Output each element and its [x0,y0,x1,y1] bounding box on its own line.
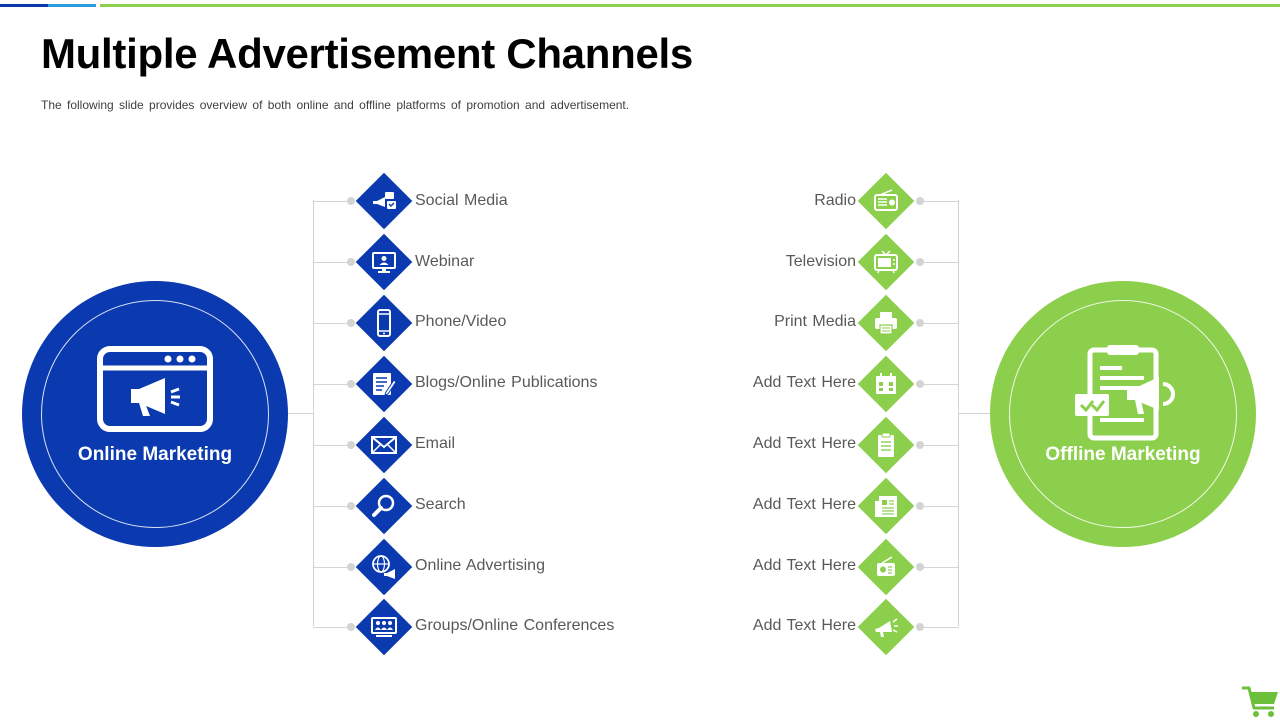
connector-dot [347,441,355,449]
social-media-icon [373,192,396,209]
offline-channel-television [857,233,915,291]
offline-branch-line [920,506,959,507]
conference-icon [371,617,397,637]
offline-channel-label: Add Text Here [752,617,856,634]
online-branch-line [313,567,353,568]
top-accent-bar-light-blue [48,4,96,7]
clipboard-megaphone-icon [1075,345,1175,441]
online-marketing-label: Online Marketing [77,444,233,465]
offline-channel-print-media [857,294,915,352]
offline-branch-line [920,627,959,628]
online-branch-line [313,506,353,507]
connector-dot [916,197,924,205]
hub-inner-ring [1009,300,1237,528]
shopping-cart-icon [1242,686,1278,717]
offline-branch-line [920,323,959,324]
offline-channel-label: Add Text Here [752,557,856,574]
top-accent-bar-green [100,4,1280,7]
connector-dot [916,319,924,327]
connector-dot [347,502,355,510]
offline-branch-line [920,384,959,385]
blog-edit-icon [373,373,397,396]
offline-channel-label: Print Media [774,313,856,330]
clipboard-icon [878,432,894,457]
connector-dot [916,502,924,510]
offline-branch-line [920,201,959,202]
offline-channel-placeholder-4 [857,538,915,596]
calendar-icon [876,373,896,394]
offline-channel-label: Add Text Here [752,435,856,452]
online-channel-label: Blogs/Online Publications [415,374,598,391]
envelope-icon [371,436,397,454]
connector-dot [916,623,924,631]
slide-subtitle: The following slide provides overview of… [41,98,630,112]
hub-inner-ring [41,300,269,528]
online-trunk-line [313,200,314,626]
slide-title: Multiple Advertisement Channels [41,30,693,77]
online-branch-line [313,384,353,385]
connector-dot [347,380,355,388]
online-branch-line [313,445,353,446]
online-channel-blogs [355,355,413,413]
online-channel-label: Webinar [415,253,475,270]
online-hub-connector [288,413,314,414]
online-channel-social-media [355,172,413,230]
newspaper-icon [875,496,897,517]
offline-branch-line [920,445,959,446]
webinar-monitor-icon [372,252,396,273]
connector-dot [347,258,355,266]
small-radio-icon [877,556,895,576]
online-channel-label: Phone/Video [415,313,507,330]
connector-dot [916,563,924,571]
online-channel-label: Search [415,496,466,513]
magnifier-icon [372,494,395,517]
connector-dot [916,380,924,388]
connector-dot [347,563,355,571]
online-branch-line [313,201,353,202]
online-channel-search [355,477,413,535]
smartphone-icon [377,309,391,337]
browser-megaphone-icon [97,346,213,432]
online-branch-line [313,627,353,628]
online-channel-label: Social Media [415,192,508,209]
offline-channel-placeholder-3 [857,477,915,535]
online-channel-groups-conferences [355,598,413,656]
offline-marketing-hub: Offline Marketing [990,281,1256,547]
connector-dot [916,258,924,266]
online-channel-phone-video [355,294,413,352]
online-branch-line [313,323,353,324]
offline-branch-line [920,567,959,568]
printer-icon [875,312,897,335]
offline-channel-radio [857,172,915,230]
offline-marketing-label: Offline Marketing [1045,444,1201,465]
online-channel-label: Online Advertising [415,557,545,574]
connector-dot [916,441,924,449]
offline-channel-placeholder-1 [857,355,915,413]
offline-branch-line [920,262,959,263]
online-marketing-hub: Online Marketing [22,281,288,547]
connector-dot [347,319,355,327]
megaphone-icon [875,618,898,637]
online-channel-online-advertising [355,538,413,596]
online-channel-webinar [355,233,413,291]
connector-dot [347,197,355,205]
offline-channel-label: Add Text Here [752,496,856,513]
connector-dot [347,623,355,631]
radio-icon [874,189,898,211]
offline-channel-label: Add Text Here [752,374,856,391]
offline-hub-connector [958,413,991,414]
offline-channel-label: Television [785,253,856,270]
online-channel-label: Groups/Online Conferences [415,617,615,634]
top-accent-bar-dark-blue [0,4,48,7]
online-channel-email [355,416,413,474]
globe-megaphone-icon [372,555,395,579]
offline-channel-label: Radio [814,192,856,209]
online-channel-label: Email [415,435,456,452]
online-branch-line [313,262,353,263]
offline-channel-placeholder-2 [857,416,915,474]
television-icon [874,250,898,274]
offline-channel-placeholder-5 [857,598,915,656]
